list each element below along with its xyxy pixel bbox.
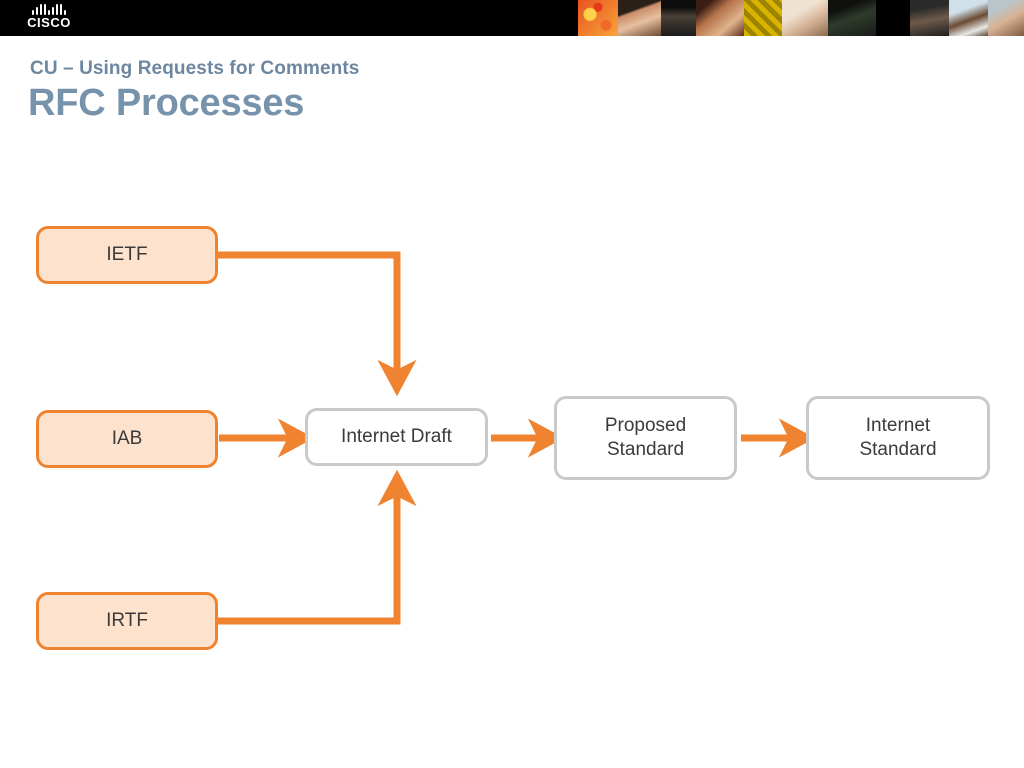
photo-tile: [578, 0, 618, 36]
node-internet-standard-label-line2: Standard: [859, 439, 937, 460]
node-ietf-label: IETF: [106, 244, 148, 265]
node-internet-draft-label: Internet Draft: [341, 426, 452, 447]
node-internet-draft[interactable]: Internet Draft: [305, 408, 488, 466]
photo-tile: [660, 0, 696, 36]
photo-tile: [743, 0, 782, 36]
node-proposed-standard[interactable]: Proposed Standard: [554, 396, 737, 480]
slide-eyebrow-title: CU – Using Requests for Comments: [30, 58, 360, 79]
cisco-bridge-icon: [32, 4, 66, 15]
node-proposed-standard-label-line1: Proposed: [604, 415, 687, 436]
page-title: RFC Processes: [28, 82, 305, 124]
photo-tile: [695, 0, 744, 36]
photo-tile: [828, 0, 877, 36]
node-proposed-standard-label-line2: Standard: [606, 439, 685, 460]
node-irtf[interactable]: IRTF: [36, 592, 218, 650]
node-iab[interactable]: IAB: [36, 410, 218, 468]
photo-tile: [987, 0, 1024, 36]
slide-footer: Presentation_ID © 2008 Cisco Systems, In…: [0, 738, 1024, 768]
node-internet-standard-label-line1: Internet: [865, 415, 931, 436]
cisco-wordmark: CISCO: [27, 15, 71, 30]
photo-tile: [949, 0, 988, 36]
photo-tile: [617, 0, 661, 36]
edge-ietf-to-draft: [218, 251, 417, 397]
node-ietf[interactable]: IETF: [36, 226, 218, 284]
node-irtf-label: IRTF: [106, 610, 148, 631]
header-banner: CISCO: [0, 0, 1024, 36]
edge-irtf-to-draft: [218, 469, 417, 625]
node-iab-label: IAB: [111, 428, 143, 449]
header-photo-strip: [578, 0, 1024, 36]
node-internet-standard[interactable]: Internet Standard: [806, 396, 990, 480]
cisco-logo: CISCO: [14, 4, 84, 32]
photo-tile: [909, 0, 950, 36]
photo-tile: [781, 0, 829, 36]
